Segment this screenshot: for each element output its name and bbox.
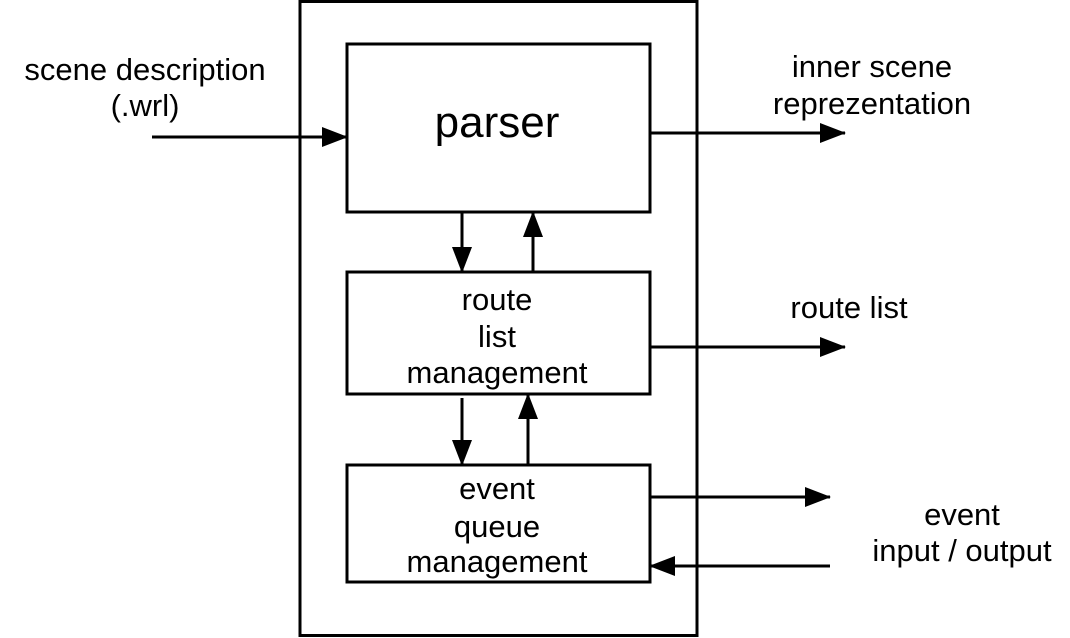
event-label-line1: event [459,471,535,506]
route-list-label: route list [790,290,908,325]
scene-description-label: scene description [24,52,265,87]
system-container [298,0,699,637]
route-label-line1: route [462,282,533,317]
route-list-management-block [345,270,652,396]
event-queue-management-block [345,463,652,584]
route-label-line3: management [407,355,588,390]
route-label-line2: list [478,319,516,354]
inner-scene-label: inner scene [792,49,952,84]
event-io-label-2: input / output [872,533,1052,568]
event-label-line3: management [407,544,588,579]
event-label-line2: queue [454,509,540,544]
scene-description-ext: (.wrl) [111,88,180,123]
parser-label: parser [435,98,560,147]
event-io-label: event [924,497,1000,532]
inner-scene-label-2: reprezentation [773,86,971,121]
